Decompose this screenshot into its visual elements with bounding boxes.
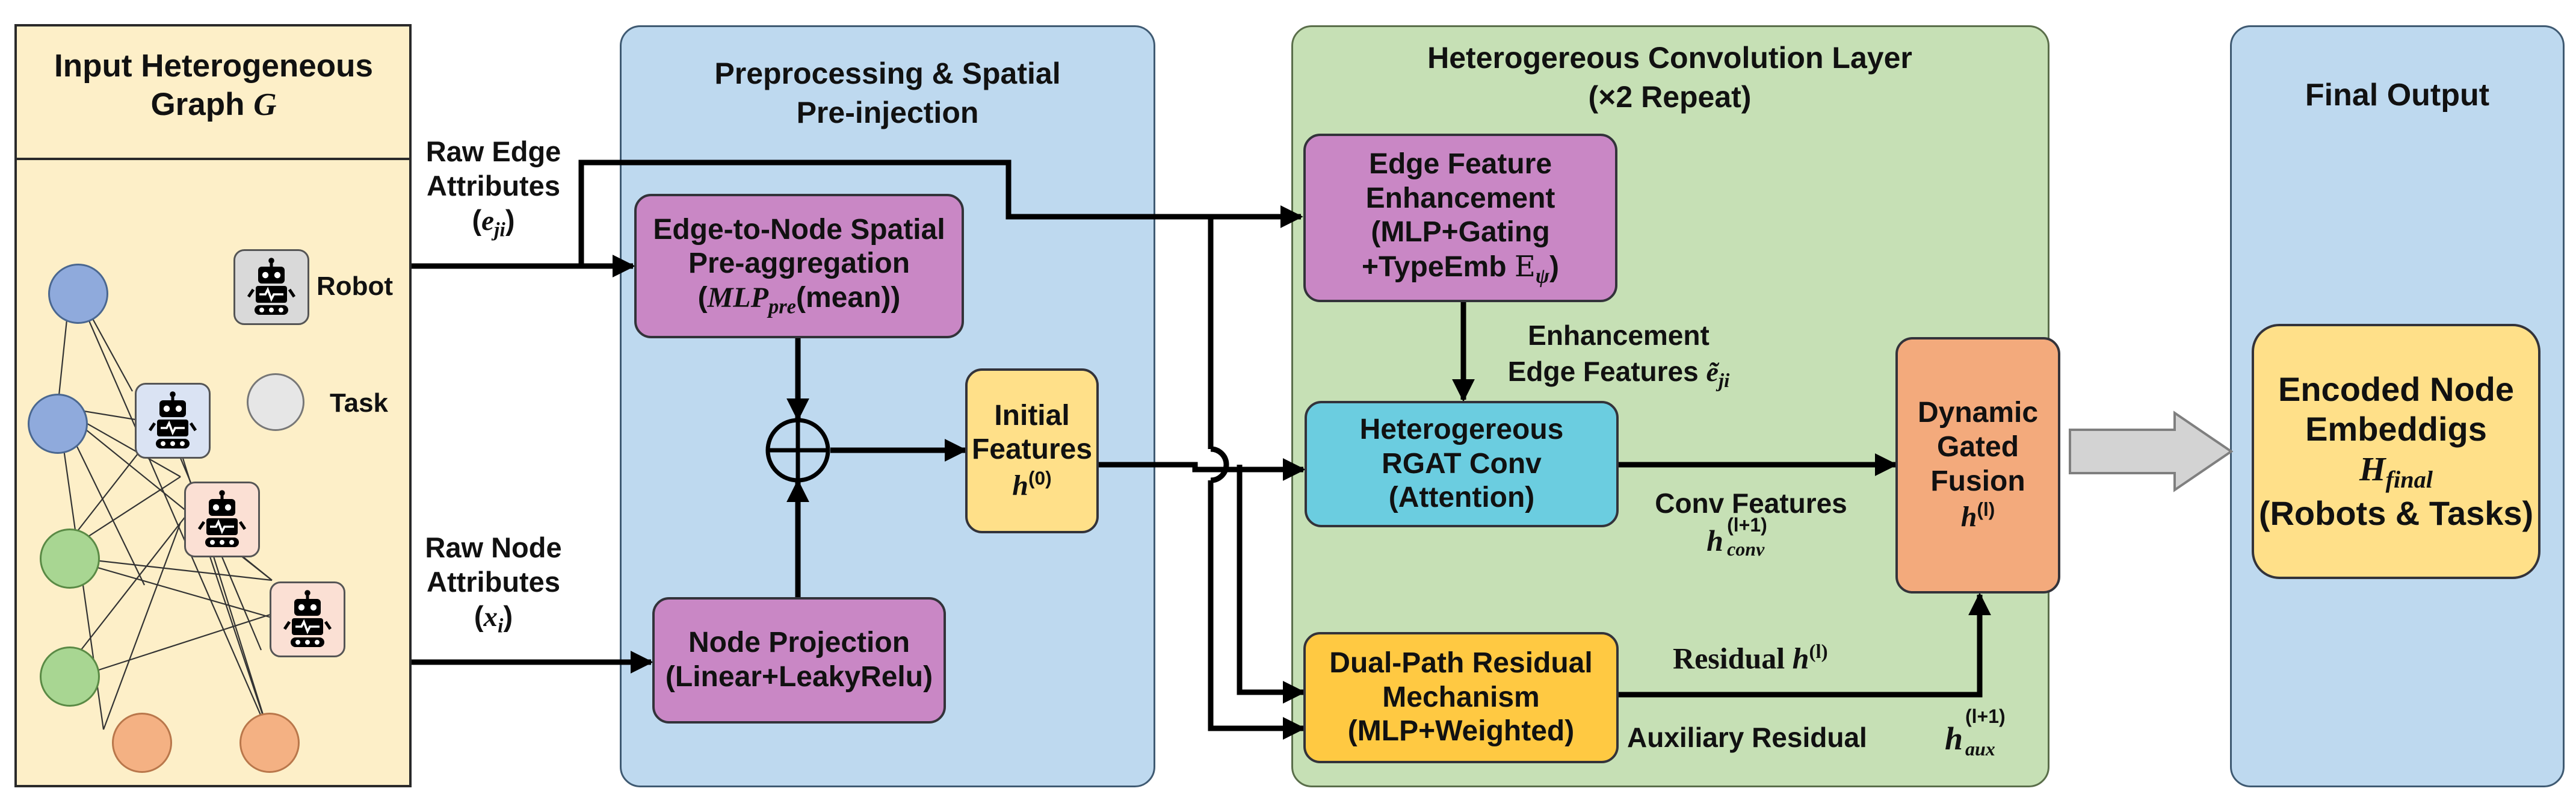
input-title-line1: Input Heterogeneous — [54, 48, 374, 84]
edge-enh-line3: (MLP+Gating — [1371, 216, 1550, 249]
node-circle-green — [40, 646, 100, 707]
input-title-divider — [14, 158, 412, 160]
robot-icon — [197, 490, 247, 547]
enhancement-edge-features-label: Enhancement Edge Features ẽji — [1480, 311, 1757, 401]
raw-node-line1: Raw Node — [425, 531, 562, 563]
robot-node-pink — [184, 482, 260, 557]
raw-node-line2: Attributes — [427, 566, 560, 598]
initial-line1: Initial — [994, 399, 1070, 432]
input-title-line2: Graph — [150, 86, 245, 122]
auxiliary-residual-label: Auxiliary Residual h (l+1) aux — [1627, 705, 2006, 760]
convolution-title-line2: (×2 Repeat) — [1588, 80, 1752, 114]
initial-line2: Features — [971, 433, 1093, 466]
residual-label: Residual h(l) — [1673, 641, 1828, 675]
node-circle-blue — [48, 264, 108, 324]
convolution-title: Heterogereous Convolution Layer (×2 Repe… — [1294, 39, 2046, 117]
raw-edge-line1: Raw Edge — [425, 135, 561, 167]
encoded-line2: Embeddigs — [2305, 409, 2487, 448]
edge-enh-line2: Enhancement — [1365, 182, 1555, 214]
node-circle-orange — [112, 713, 172, 773]
enh-edge-line2: Edge Features ẽji — [1507, 355, 1730, 392]
fusion-line3: Fusion — [1930, 465, 2025, 497]
raw-edge-symbol: (eji) — [472, 204, 515, 241]
node-proj-line2: (Linear+LeakyRelu) — [665, 661, 933, 693]
convolution-title-line1: Heterogereous Convolution Layer — [1427, 41, 1912, 75]
task-legend-circle — [247, 373, 304, 431]
fusion-line1: Dynamic — [1917, 397, 2039, 429]
raw-edge-line2: Attributes — [427, 170, 560, 202]
encoded-symbol: Hfinal — [2359, 450, 2433, 493]
robot-legend-icon — [233, 249, 309, 325]
node-circle-blue — [28, 394, 88, 454]
rgat-line3: (Attention) — [1388, 482, 1535, 514]
graph-symbol: G — [253, 87, 277, 122]
rgat-line1: Heterogereous — [1359, 414, 1564, 446]
initial-features-box: Initial Features h(0) — [965, 368, 1099, 533]
dynamic-gated-fusion-box: Dynamic Gated Fusion h(l) — [1895, 337, 2060, 594]
preprocessing-title-line1: Preprocessing & Spatial — [714, 57, 1061, 90]
preprocessing-title: Preprocessing & Spatial Pre-injection — [626, 54, 1149, 132]
robot-icon — [148, 391, 197, 448]
robot-icon — [283, 590, 332, 647]
node-projection-box: Node Projection (Linear+LeakyRelu) — [652, 597, 946, 724]
edge-feature-enhancement-box: Edge Feature Enhancement (MLP+Gating +Ty… — [1303, 134, 1617, 302]
raw-node-symbol: (xi) — [474, 600, 513, 637]
dual-line2: Mechanism — [1382, 681, 1540, 713]
rgat-conv-box: Heterogereous RGAT Conv (Attention) — [1305, 401, 1619, 527]
preprocessing-title-line2: Pre-injection — [796, 96, 979, 129]
task-legend-label: Task — [330, 388, 389, 418]
conv-features-text: Conv Features — [1655, 487, 1847, 519]
raw-edge-attributes-label: Raw Edge Attributes (eji) — [421, 119, 566, 258]
node-circle-orange — [239, 713, 300, 773]
dual-path-residual-box: Dual-Path Residual Mechanism (MLP+Weight… — [1303, 632, 1619, 763]
rgat-line2: RGAT Conv — [1382, 447, 1542, 480]
conv-features-label: Conv Features h (l+1) conv — [1625, 472, 1877, 574]
edge-node-line1: Edge-to-Node Spatial — [653, 213, 945, 246]
encoded-line4: (Robots & Tasks) — [2258, 494, 2534, 533]
enh-edge-line1: Enhancement — [1528, 319, 1710, 351]
robot-node-pink — [270, 581, 345, 657]
encoded-node-embeddings-box: Encoded Node Embeddigs Hfinal (Robots & … — [2252, 324, 2540, 579]
conv-features-symbol: h (l+1) conv — [1707, 514, 1767, 560]
sum-operator — [765, 418, 830, 483]
encoded-line1: Encoded Node — [2278, 370, 2515, 408]
edge-enh-line4: +TypeEmb Eψ) — [1362, 249, 1559, 288]
robot-legend-label: Robot — [317, 271, 394, 301]
edge-node-line2: Pre-aggregation — [688, 247, 910, 280]
node-circle-green — [40, 528, 100, 589]
dual-line3: (MLP+Weighted) — [1347, 715, 1575, 748]
fusion-line2: Gated — [1936, 430, 2019, 463]
node-proj-line1: Node Projection — [688, 627, 910, 659]
dual-line1: Dual-Path Residual — [1329, 647, 1593, 680]
output-arrow — [2069, 411, 2234, 492]
input-panel-title: Input Heterogeneous Graph G — [18, 47, 409, 124]
robot-icon — [247, 258, 296, 315]
edge-node-formula: (MLPpre(mean)) — [697, 281, 901, 318]
output-title: Final Output — [2305, 78, 2490, 113]
initial-symbol: h(0) — [1012, 466, 1052, 501]
raw-node-attributes-label: Raw Node Attributes (xi) — [421, 515, 566, 654]
fusion-symbol: h(l) — [1960, 498, 1995, 533]
edge-enh-line1: Edge Feature — [1368, 147, 1552, 180]
robot-node-blue — [135, 383, 211, 459]
edge-to-node-preaggregation-box: Edge-to-Node Spatial Pre-aggregation (ML… — [634, 194, 964, 338]
